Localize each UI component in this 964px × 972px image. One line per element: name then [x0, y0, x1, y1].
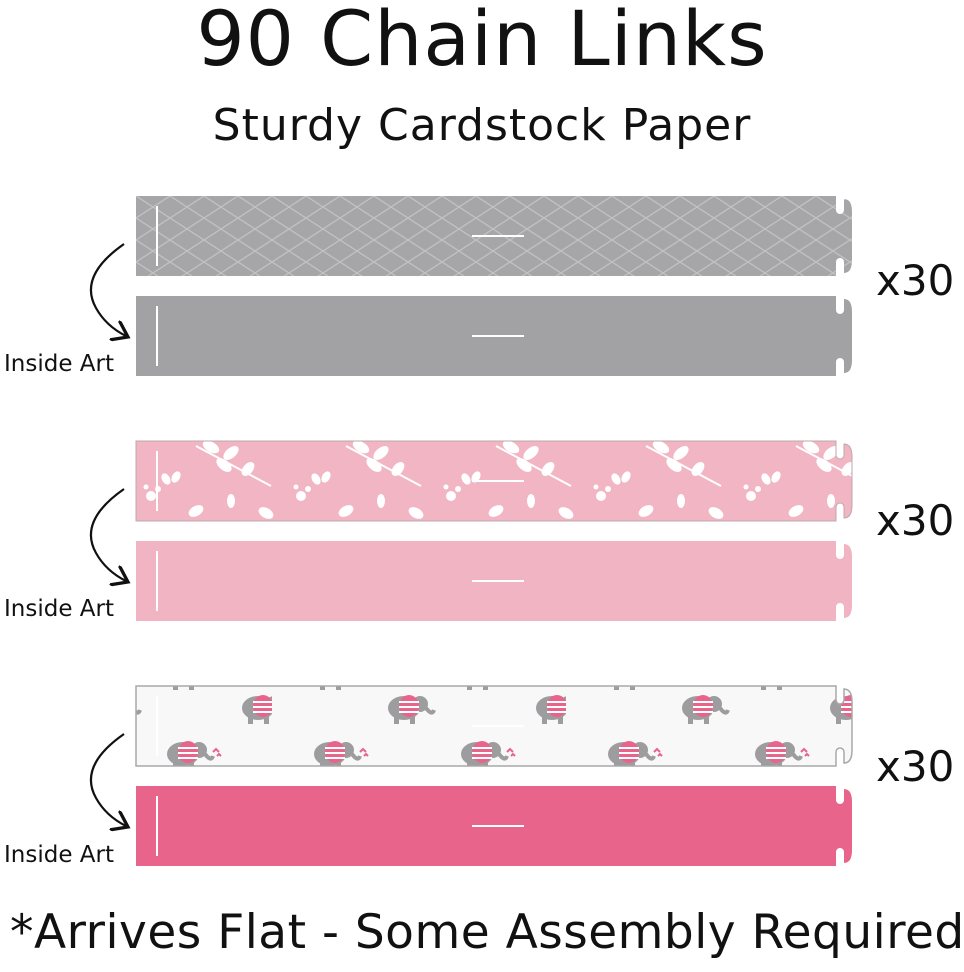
- curved-arrow-icon: [89, 488, 126, 581]
- inside-art-label: Inside Art: [4, 596, 115, 622]
- page-title: 90 Chain Links: [196, 0, 768, 83]
- curved-arrow-icon: [89, 243, 126, 336]
- link-group-pink: [135, 440, 853, 621]
- curved-arrow-icon: [89, 733, 126, 826]
- link-group-gray: [136, 196, 852, 376]
- inside-art-label: Inside Art: [4, 351, 115, 377]
- quantity-label: x30: [876, 496, 955, 545]
- inside-art-label: Inside Art: [4, 842, 115, 868]
- assembly-note: *Arrives Flat - Some Assembly Required: [10, 905, 964, 960]
- fold-arrows: [89, 243, 126, 826]
- subtitle: Sturdy Cardstock Paper: [212, 100, 752, 151]
- quantity-label: x30: [876, 256, 955, 305]
- link-group-elephant: [135, 685, 853, 866]
- quantity-label: x30: [876, 742, 955, 791]
- slot-marks: [156, 206, 524, 856]
